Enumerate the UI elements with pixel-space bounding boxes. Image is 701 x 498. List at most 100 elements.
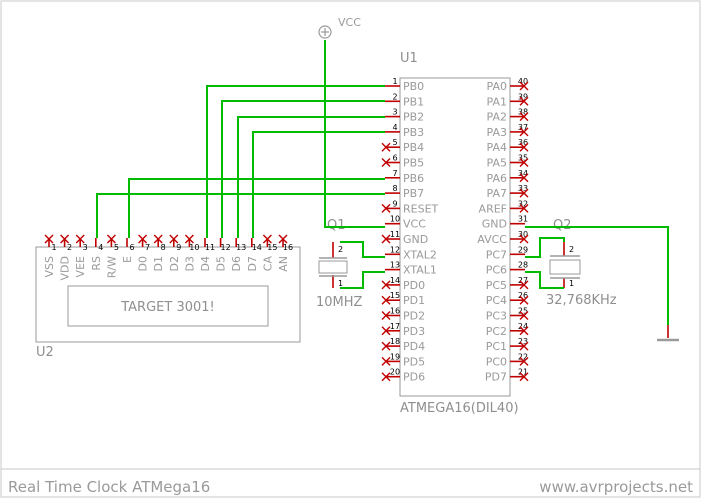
u1-pin-name: PB2: [403, 111, 424, 124]
wire-pc7: [525, 237, 565, 258]
u2-pin-name: D1: [152, 256, 165, 271]
u1-pin-name: PD2: [403, 310, 425, 323]
no-connect-icon: [519, 372, 529, 382]
u1-pin-number: 16: [390, 307, 400, 316]
u1-pin-name: AREF: [479, 202, 507, 215]
no-connect-icon: [381, 280, 391, 290]
crystal-icon: [318, 260, 348, 274]
u1-pin-name: PB0: [403, 80, 424, 93]
u1-pin-number: 21: [518, 368, 528, 377]
u1-pin-name: PA3: [487, 126, 507, 139]
u1-pin-number: 23: [518, 337, 528, 346]
u1-pin-number: 11: [390, 230, 400, 239]
u1-pin-name: AVCC: [477, 233, 507, 246]
u2-pin-name: R/W: [105, 256, 118, 278]
u1-pin-name: PA7: [487, 187, 507, 200]
u1-pin-name: PA6: [487, 172, 507, 185]
u1-right-pins: 40PA039PA138PA237PA336PA435PA534PA633PA7…: [477, 77, 529, 384]
u1-pin-number: 5: [392, 138, 397, 147]
q1-pin-top: 2: [338, 245, 343, 254]
u2-pin-number: 10: [189, 243, 199, 252]
no-connect-icon: [44, 234, 54, 244]
u1-pin-number: 37: [518, 123, 528, 132]
u1-part: ATMEGA16(DIL40): [400, 401, 519, 416]
u1-pin-name: GND: [403, 233, 428, 246]
no-connect-icon: [519, 234, 529, 244]
u1-pin-number: 18: [390, 337, 400, 346]
crystal-icon: [549, 259, 581, 275]
u1-pin-name: PA4: [487, 141, 507, 154]
no-connect-icon: [519, 142, 529, 152]
no-connect-icon: [519, 81, 529, 91]
no-connect-icon: [519, 295, 529, 305]
u1-pin-name: PB6: [403, 172, 424, 185]
no-connect-icon: [381, 356, 391, 366]
u1-pin-number: 17: [390, 322, 400, 331]
no-connect-icon: [381, 326, 391, 336]
u1-pin-number: 36: [518, 138, 528, 147]
no-connect-icon: [519, 96, 529, 106]
wire-xtal1: [340, 271, 385, 289]
no-connect-icon: [519, 280, 529, 290]
no-connect-icon: [75, 234, 85, 244]
u1-pin-number: 10: [390, 215, 400, 224]
wire-pb6-e: [128, 178, 385, 238]
no-connect-icon: [262, 234, 272, 244]
no-connect-icon: [519, 341, 529, 351]
no-connect-icon: [153, 234, 163, 244]
u1-pin-name: PC0: [486, 355, 507, 368]
u1-pin-number: 19: [390, 352, 400, 361]
vcc-power-symbol: VCC: [318, 16, 361, 39]
wire-pb7-rs: [96, 193, 385, 238]
u2-pin-name: D6: [230, 256, 243, 271]
q1-value: 10MHZ: [316, 295, 363, 310]
u1-pin-number: 9: [392, 199, 397, 208]
u1-pin-number: 2: [392, 92, 397, 101]
u2-pin-number: 15: [267, 243, 277, 252]
u1-pin-number: 24: [518, 322, 528, 331]
u1-pin-number: 8: [392, 184, 397, 193]
u1-pin-number: 13: [390, 261, 400, 270]
u2-pin-number: 4: [98, 243, 103, 252]
u1-ref: U1: [400, 51, 418, 66]
u1-pin-name: XTAL1: [403, 264, 437, 277]
u2-pin-number: 6: [129, 243, 134, 252]
wire-gnd: [525, 226, 669, 325]
wire-pb3-d7: [252, 131, 385, 238]
u1-pin-number: 29: [518, 245, 528, 254]
u1-pin-name: RESET: [403, 202, 439, 215]
u1-pin-number: 7: [392, 169, 397, 178]
lcd-display-text: TARGET 3001!: [120, 300, 215, 315]
no-connect-icon: [381, 341, 391, 351]
wire-pb2-d6: [237, 116, 385, 238]
q1-crystal: Q1 2 1 10MHZ: [316, 218, 363, 310]
wire-pb1-d5: [221, 100, 385, 238]
u2-pin-number: 5: [114, 243, 119, 252]
u1-pin-number: 35: [518, 154, 528, 163]
footer-title: Real Time Clock ATMega16: [8, 478, 210, 496]
no-connect-icon: [381, 142, 391, 152]
no-connect-icon: [519, 188, 529, 198]
u1-pin-name: PC5: [486, 279, 507, 292]
u1-pin-name: PD4: [403, 340, 425, 353]
u1-pin-number: 28: [518, 261, 528, 270]
wire-vcc: [324, 40, 385, 228]
no-connect-icon: [106, 234, 116, 244]
u1-pin-name: PD0: [403, 279, 425, 292]
u2-pin-name: D0: [137, 256, 150, 271]
u1-pin-name: PA5: [487, 157, 507, 170]
no-connect-icon: [381, 203, 391, 213]
u1-pin-number: 26: [518, 291, 528, 300]
wire-pc6: [525, 271, 564, 289]
u1-pin-name: PD3: [403, 325, 425, 338]
u1-pin-name: PC2: [486, 325, 507, 338]
no-connect-icon: [519, 326, 529, 336]
no-connect-icon: [169, 234, 179, 244]
vcc-label: VCC: [338, 16, 361, 29]
u1-pin-number: 25: [518, 307, 528, 316]
u2-pin-number: 16: [283, 243, 293, 252]
u1-pin-number: 20: [390, 368, 400, 377]
no-connect-icon: [381, 311, 391, 320]
